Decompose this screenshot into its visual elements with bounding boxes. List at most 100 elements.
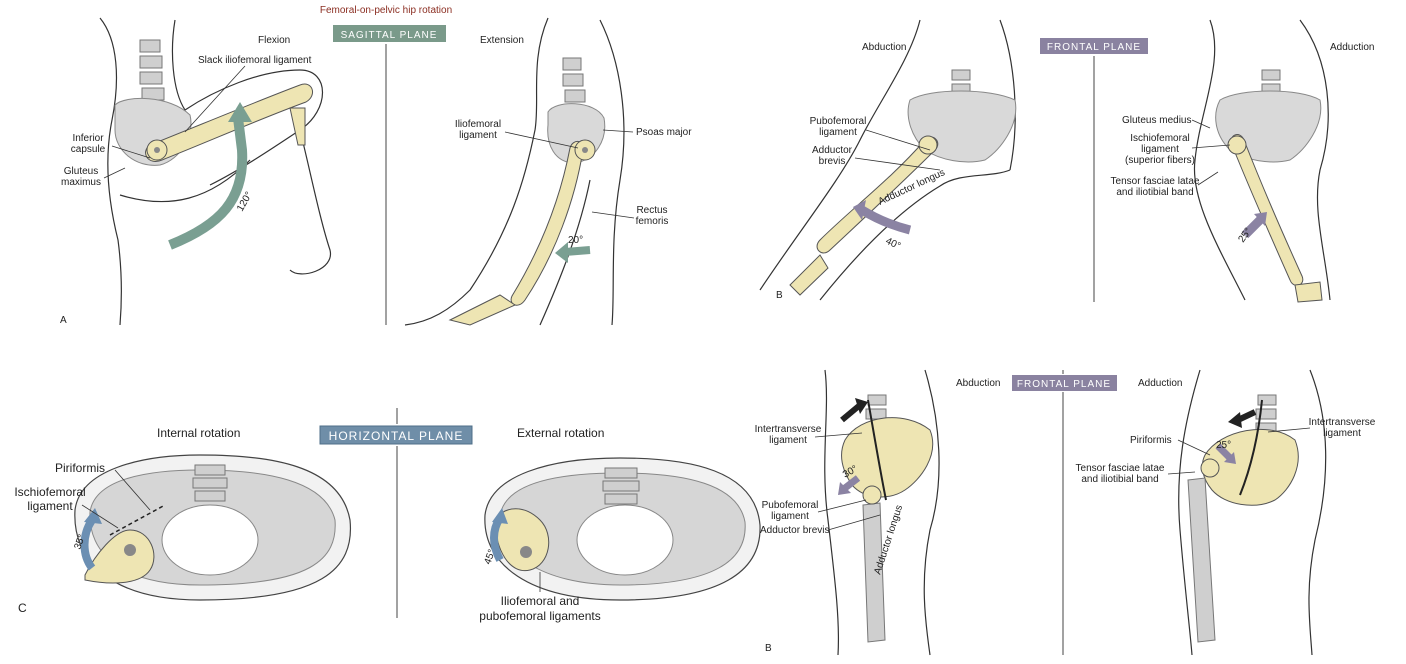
slack-ligament-leader xyxy=(184,65,246,133)
internal-pelvic-inlet xyxy=(161,504,259,576)
extension-label: Extension xyxy=(480,35,524,46)
abduction-inner-outline xyxy=(819,169,1011,301)
panel-c-horizontal: HORIZONTAL PLANE 35° Internal rotation P… xyxy=(14,408,761,623)
inferior-capsule-label-2: capsule xyxy=(71,144,106,155)
ischiofemoral-label-top-2: ligament xyxy=(1141,144,1179,155)
external-rotation-arrowhead xyxy=(492,508,508,524)
extension-axis-dot xyxy=(582,147,588,153)
external-rotation-figure: 45° External rotation Iliofemoral and pu… xyxy=(479,426,761,623)
adduction-label-top: Adduction xyxy=(1330,42,1374,53)
pubofemoral-label-top-2: ligament xyxy=(819,127,857,138)
adduction-bottom-spine-arrow xyxy=(1236,409,1257,423)
abduction-bottom-pelvis xyxy=(841,417,934,498)
tensor-fasciae-label-top-2: and iliotibial band xyxy=(1116,187,1193,198)
intertransverse-left-2: ligament xyxy=(769,435,807,446)
abduction-outline-right xyxy=(999,19,1016,171)
external-axis-dot xyxy=(520,546,532,558)
abduction-bottom-arrowhead xyxy=(838,482,851,495)
extension-angle-label: 20° xyxy=(568,235,583,246)
flexion-label: Flexion xyxy=(258,35,290,46)
tensor-fasciae-label-top-1: Tensor fasciae latae xyxy=(1111,176,1200,187)
panel-b-bottom-frontal: FRONTAL PLANE 30° Abduction Intertransve… xyxy=(755,369,1376,656)
extension-arrow-head xyxy=(555,242,568,263)
adduction-bottom-angle: 25° xyxy=(1216,440,1231,451)
abduction-label-top: Abduction xyxy=(862,42,906,53)
gluteus-medius-label: Gluteus medius xyxy=(1122,115,1191,126)
piriformis-label-c: Piriformis xyxy=(55,461,105,475)
frontal-plane-label-top: FRONTAL PLANE xyxy=(1047,42,1141,53)
abduction-bottom-arrow xyxy=(842,475,861,491)
adduction-bottom-label: Adduction xyxy=(1138,378,1182,389)
horizontal-plane-label: HORIZONTAL PLANE xyxy=(329,429,464,443)
horizontal-plane-badge xyxy=(319,425,473,445)
adduction-figure-top: 25° Adduction Gluteus medius Ischiofemor… xyxy=(1111,19,1374,303)
abduction-figure-bottom: 30° Abduction Intertransverse ligament P… xyxy=(755,369,1000,656)
intertransverse-right-2: ligament xyxy=(1323,428,1361,439)
internal-vertebra xyxy=(192,464,228,502)
flexion-axis-dot xyxy=(154,147,160,153)
sagittal-plane-badge xyxy=(333,25,446,42)
extension-front-outline xyxy=(599,19,625,326)
iliofemoral-pubofemoral-label-2: pubofemoral ligaments xyxy=(479,609,600,623)
slack-ligament-label: Slack iliofemoral ligament xyxy=(198,55,312,66)
adduction-bottom-arrow xyxy=(1215,443,1233,461)
flexion-tibia xyxy=(289,107,306,146)
inferior-capsule-label-1: Inferior xyxy=(72,133,104,144)
tensor-fasciae-bottom-1: Tensor fasciae latae xyxy=(1076,463,1165,474)
psoas-major-leader xyxy=(602,129,634,133)
adduction-bottom-arrowhead xyxy=(1224,452,1236,464)
abduction-arrow-top xyxy=(859,206,912,235)
extension-spine xyxy=(562,57,586,103)
external-femur xyxy=(494,508,550,572)
adduction-tibia-top xyxy=(1294,281,1323,303)
adductor-brevis-bottom: Adductor brevis xyxy=(760,525,829,536)
abduction-figure-top: 40° Abduction Pubofemoral ligament Adduc… xyxy=(759,19,1017,301)
internal-rotation-label: Internal rotation xyxy=(157,426,240,440)
extension-rotation-arrow xyxy=(564,246,591,256)
intertransverse-left-leader xyxy=(814,432,863,438)
external-pelvic-inlet xyxy=(576,504,674,576)
ischiofemoral-label-top-3: (superior fibers) xyxy=(1125,155,1195,166)
adductor-brevis-bottom-leader xyxy=(827,514,881,531)
extension-tibia xyxy=(448,294,517,326)
internal-rotation-figure: 35° Internal rotation Piriformis Ischiof… xyxy=(14,426,352,615)
panel-b-top-frontal: FRONTAL PLANE 40° Abduction Pubofemoral … xyxy=(759,19,1374,303)
pubofemoral-leader-top xyxy=(865,129,931,151)
extension-femur xyxy=(510,141,584,306)
rectus-femoris-label-1: Rectus xyxy=(636,205,667,216)
external-rotation-label: External rotation xyxy=(517,426,604,440)
panel-a-letter: A xyxy=(60,315,67,326)
ischiofemoral-leader-top xyxy=(1191,144,1231,149)
external-vertebra xyxy=(602,467,640,505)
ischiofemoral-label-top-1: Ischiofemoral xyxy=(1130,133,1189,144)
iliofemoral-label-2: ligament xyxy=(459,130,497,141)
ischiofemoral-label-c-1: Ischiofemoral xyxy=(14,485,85,499)
adduction-bottom-outline-left xyxy=(1178,369,1201,656)
abduction-bottom-femoral-head xyxy=(862,485,882,505)
flexion-thigh-outline xyxy=(171,19,323,186)
panel-b-bottom-letter: B xyxy=(765,643,772,654)
gluteus-maximus-label-2: maximus xyxy=(61,177,101,188)
abduction-bottom-outline-left xyxy=(824,369,840,656)
pubofemoral-bottom-1: Pubofemoral xyxy=(762,500,819,511)
abduction-arrowhead-top xyxy=(853,200,866,220)
internal-axis-dot xyxy=(124,544,136,556)
pubofemoral-bottom-leader xyxy=(817,499,867,513)
abduction-bottom-outline-right xyxy=(923,369,940,656)
tensor-fasciae-bottom-2: and iliotibial band xyxy=(1081,474,1158,485)
rectus-femoris-leader xyxy=(591,211,635,219)
internal-femur xyxy=(84,529,155,584)
ischiofemoral-leader-c xyxy=(81,504,119,529)
adduction-arrowhead-top xyxy=(1254,212,1267,226)
adductor-brevis-label-top-1: Adductor xyxy=(812,145,853,156)
piriformis-bottom-leader xyxy=(1177,439,1211,456)
intertransverse-right-1: Intertransverse xyxy=(1309,417,1376,428)
adduction-outline-right xyxy=(1299,19,1331,301)
piriformis-bottom: Piriformis xyxy=(1130,435,1172,446)
frontal-plane-badge-bottom xyxy=(1012,375,1117,391)
adduction-bottom-spine-arrowhead xyxy=(1228,412,1242,428)
flexion-shin-outline xyxy=(289,129,331,275)
ischiofemoral-label-c-2: ligament xyxy=(27,499,73,513)
adduction-arrow-top xyxy=(1241,214,1266,239)
